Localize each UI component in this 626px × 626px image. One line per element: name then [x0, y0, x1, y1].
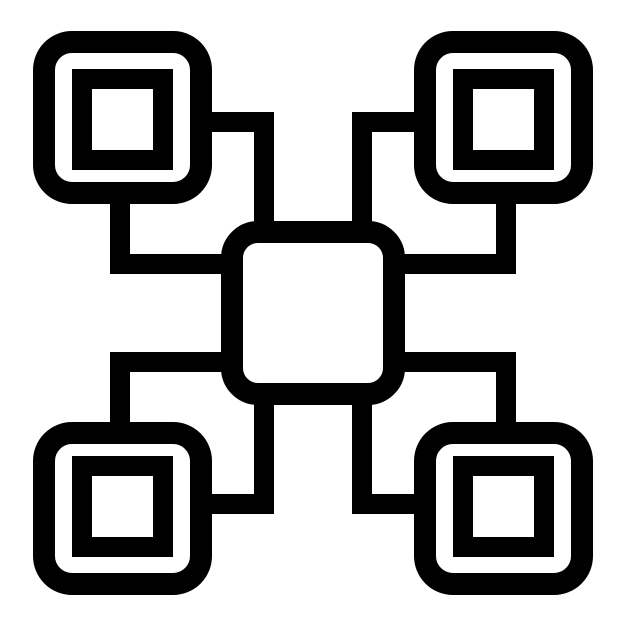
node-bottom-left-inner [72, 456, 173, 557]
node-top-right-inner [453, 69, 554, 170]
connector-top-left-upper [201, 112, 274, 232]
connector-top-right-lower [394, 193, 516, 274]
node-bottom-right-inner [453, 456, 554, 557]
node-bottom-right [414, 422, 593, 595]
node-top-right [414, 31, 593, 204]
connector-top-right-upper [352, 112, 425, 232]
node-top-left [33, 31, 212, 204]
connector-bottom-right-upper [394, 352, 516, 433]
node-top-left-inner [72, 69, 173, 170]
connector-top-left-lower [110, 193, 232, 274]
connector-bottom-left-lower [201, 394, 274, 514]
node-bottom-left [33, 422, 212, 595]
center-node [221, 221, 405, 405]
connector-bottom-right-lower [352, 394, 425, 514]
connector-bottom-left-upper [110, 352, 232, 433]
